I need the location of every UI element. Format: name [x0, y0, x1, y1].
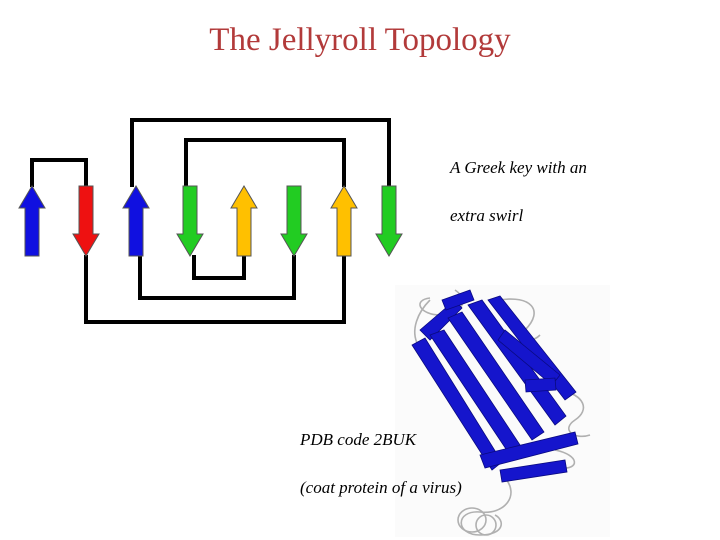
beta-strands: [18, 185, 403, 257]
strand-arrow-8: [375, 185, 403, 257]
protein-structure-image: [395, 285, 610, 537]
strand-arrow-1: [18, 185, 46, 257]
strand-arrow-3: [122, 185, 150, 257]
strand-arrow-6: [280, 185, 308, 257]
strand-arrow-7: [330, 185, 358, 257]
strand-ribbons: [411, 289, 579, 483]
connector-3-8: [130, 118, 391, 187]
connector-2-7: [84, 255, 346, 324]
connector-4-5: [192, 255, 246, 280]
pdb-caption-line1: PDB code 2BUK: [300, 430, 417, 449]
connector-6-3: [138, 255, 296, 300]
slide-title: The Jellyroll Topology: [209, 22, 511, 58]
pdb-caption-line2: (coat protein of a virus): [300, 478, 462, 497]
strand-arrow-4: [176, 185, 204, 257]
strand-arrow-2: [72, 185, 100, 257]
strand-arrow-5: [230, 185, 258, 257]
connector-4-7: [184, 138, 346, 187]
strand-connectors: [30, 118, 391, 324]
connector-1-2: [30, 158, 88, 187]
greek-key-caption-line2: extra swirl: [450, 206, 524, 225]
greek-key-caption-line1: A Greek key with an: [450, 158, 587, 177]
